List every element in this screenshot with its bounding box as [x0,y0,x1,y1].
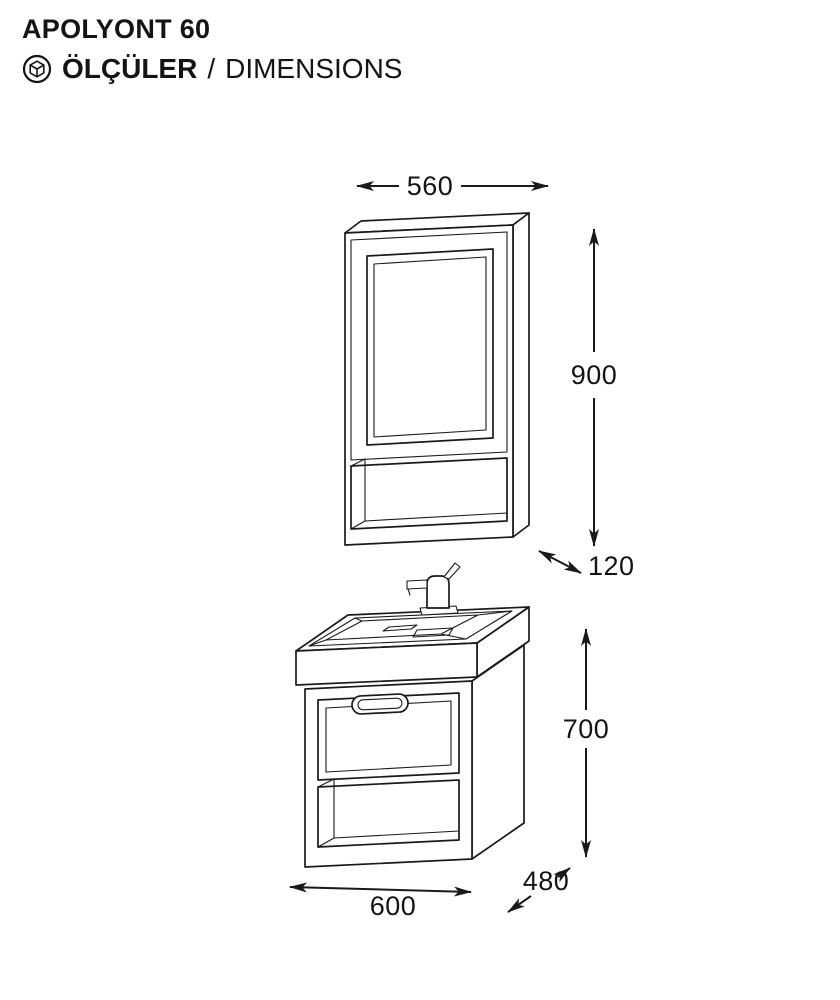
sink-bowl-corner-line [308,639,327,647]
mirror-depth-label: 120 [588,551,635,581]
mirror-cabinet-drawing [344,212,530,546]
mirror-frame-outer [366,248,494,446]
mirror-height-label: 900 [571,360,618,390]
drawer-handle-outer [351,693,409,715]
sink-bowl-corner-line [354,617,363,622]
vanity-drawer-inner [325,700,452,773]
dimension-line [538,550,582,574]
dimension-vanity-width: 600 [289,882,472,921]
section-title-en: DIMENSIONS [225,53,403,84]
sink-apron-front [295,642,478,686]
faucet-spout-tip [407,588,411,596]
dimension-line [289,882,472,897]
dimension-vanity-depth: 480 [507,866,571,913]
vanity-depth-label: 480 [523,866,570,896]
sink-drain [382,624,418,632]
section-title-tr: ÖLÇÜLER [62,53,198,84]
faucet-lever [443,562,461,580]
dimension-vanity-height: 700 [563,628,610,858]
dimension-line [507,895,532,913]
mirror-width-label: 560 [407,171,454,201]
sink-bowl-corner-line [477,610,513,616]
dimensions-icon [22,54,52,84]
mirror-shelf-interior-line [350,520,366,530]
mirror-cabinet-door [350,231,508,461]
header: APOLYONT 60 ÖLÇÜLER / DIMENSIONS [22,14,402,84]
mirror-cabinet-front-face [344,224,514,546]
vanity-width-label: 600 [370,891,417,921]
vanity-shelf-interior-line [317,837,335,848]
vanity-cabinet-front-face [304,680,473,868]
vanity-drawer-front [317,692,460,781]
vanity-unit-drawing [295,562,530,868]
faucet-body [426,575,450,609]
dimension-mirror-depth: 120 [538,550,635,581]
drawer-handle-inner [357,697,403,711]
mirror-shelf-interior-line [364,512,508,522]
mirror-shelf-interior-line [350,458,366,467]
mirror-shelf-opening [350,457,508,530]
vanity-drawer-handle [351,693,409,715]
dimension-line [553,867,571,883]
dimension-mirror-width: 560 [356,171,549,201]
mirror-cabinet-side-face [512,212,530,538]
sink-overflow [412,627,454,638]
section-title: ÖLÇÜLER / DIMENSIONS [22,54,402,84]
vanity-shelf-opening [317,779,460,848]
mirror-frame-inner [373,256,487,438]
faucet [406,562,461,616]
faucet-spout [406,579,428,590]
product-name: APOLYONT 60 [22,14,211,44]
vanity-shelf-interior-line [333,830,460,839]
vanity-shelf-interior-line [317,778,335,788]
vanity-height-label: 700 [563,714,610,744]
vanity-cabinet-side-face [471,644,525,860]
dimension-mirror-height: 900 [571,228,618,547]
section-title-separator: / [207,53,216,84]
